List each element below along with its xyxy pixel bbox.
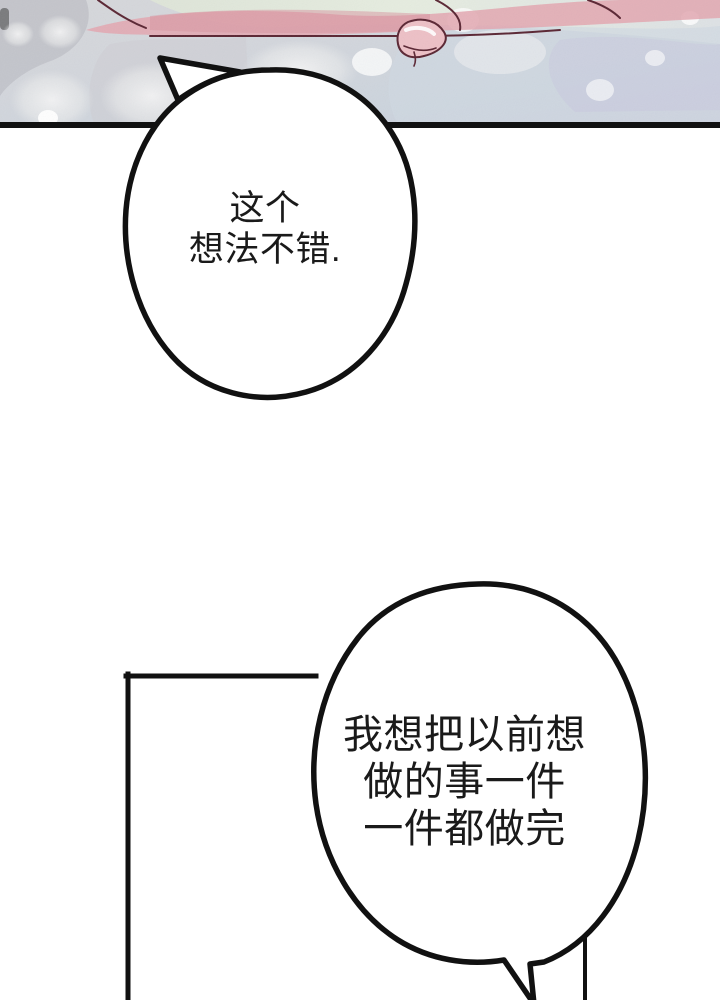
speech-bubble-upper-shape	[122, 55, 418, 401]
speech-bubble-lower	[272, 566, 657, 1000]
art-highlight-dot	[645, 50, 665, 66]
art-finger-crease	[403, 45, 437, 51]
art-arm-shadow	[150, 9, 430, 33]
speech-bubble-upper-text: 这个 想法不错.	[188, 189, 342, 270]
top-illustration-panel	[0, 0, 720, 128]
art-finger-highlight	[404, 25, 436, 36]
speech-bubble-lower-shape	[311, 581, 649, 1000]
art-lavender-wash	[548, 36, 720, 113]
art-arm-outline-left	[97, 0, 147, 29]
art-highlight-blob	[2, 21, 34, 47]
art-highlight-blob	[454, 30, 546, 74]
speech-bubble-lower-text: 我想把以前想 做的事一件 一件都做完	[343, 713, 586, 852]
illustration-artwork	[0, 0, 720, 128]
art-hand-outline	[435, 0, 462, 31]
speech-bubble-upper-outline	[122, 55, 418, 401]
art-highlight-blob	[38, 15, 82, 49]
art-dark-accent	[0, 8, 9, 30]
art-finger-crease	[413, 51, 417, 67]
art-highlight-dot	[586, 79, 614, 101]
speech-bubble-upper	[100, 52, 430, 412]
art-highlight-dot	[352, 48, 392, 76]
speech-bubble-lower-outline	[311, 581, 649, 1000]
art-highlight-blob	[10, 70, 94, 128]
art-arm-outline	[149, 29, 561, 38]
art-line-detail	[587, 0, 621, 19]
